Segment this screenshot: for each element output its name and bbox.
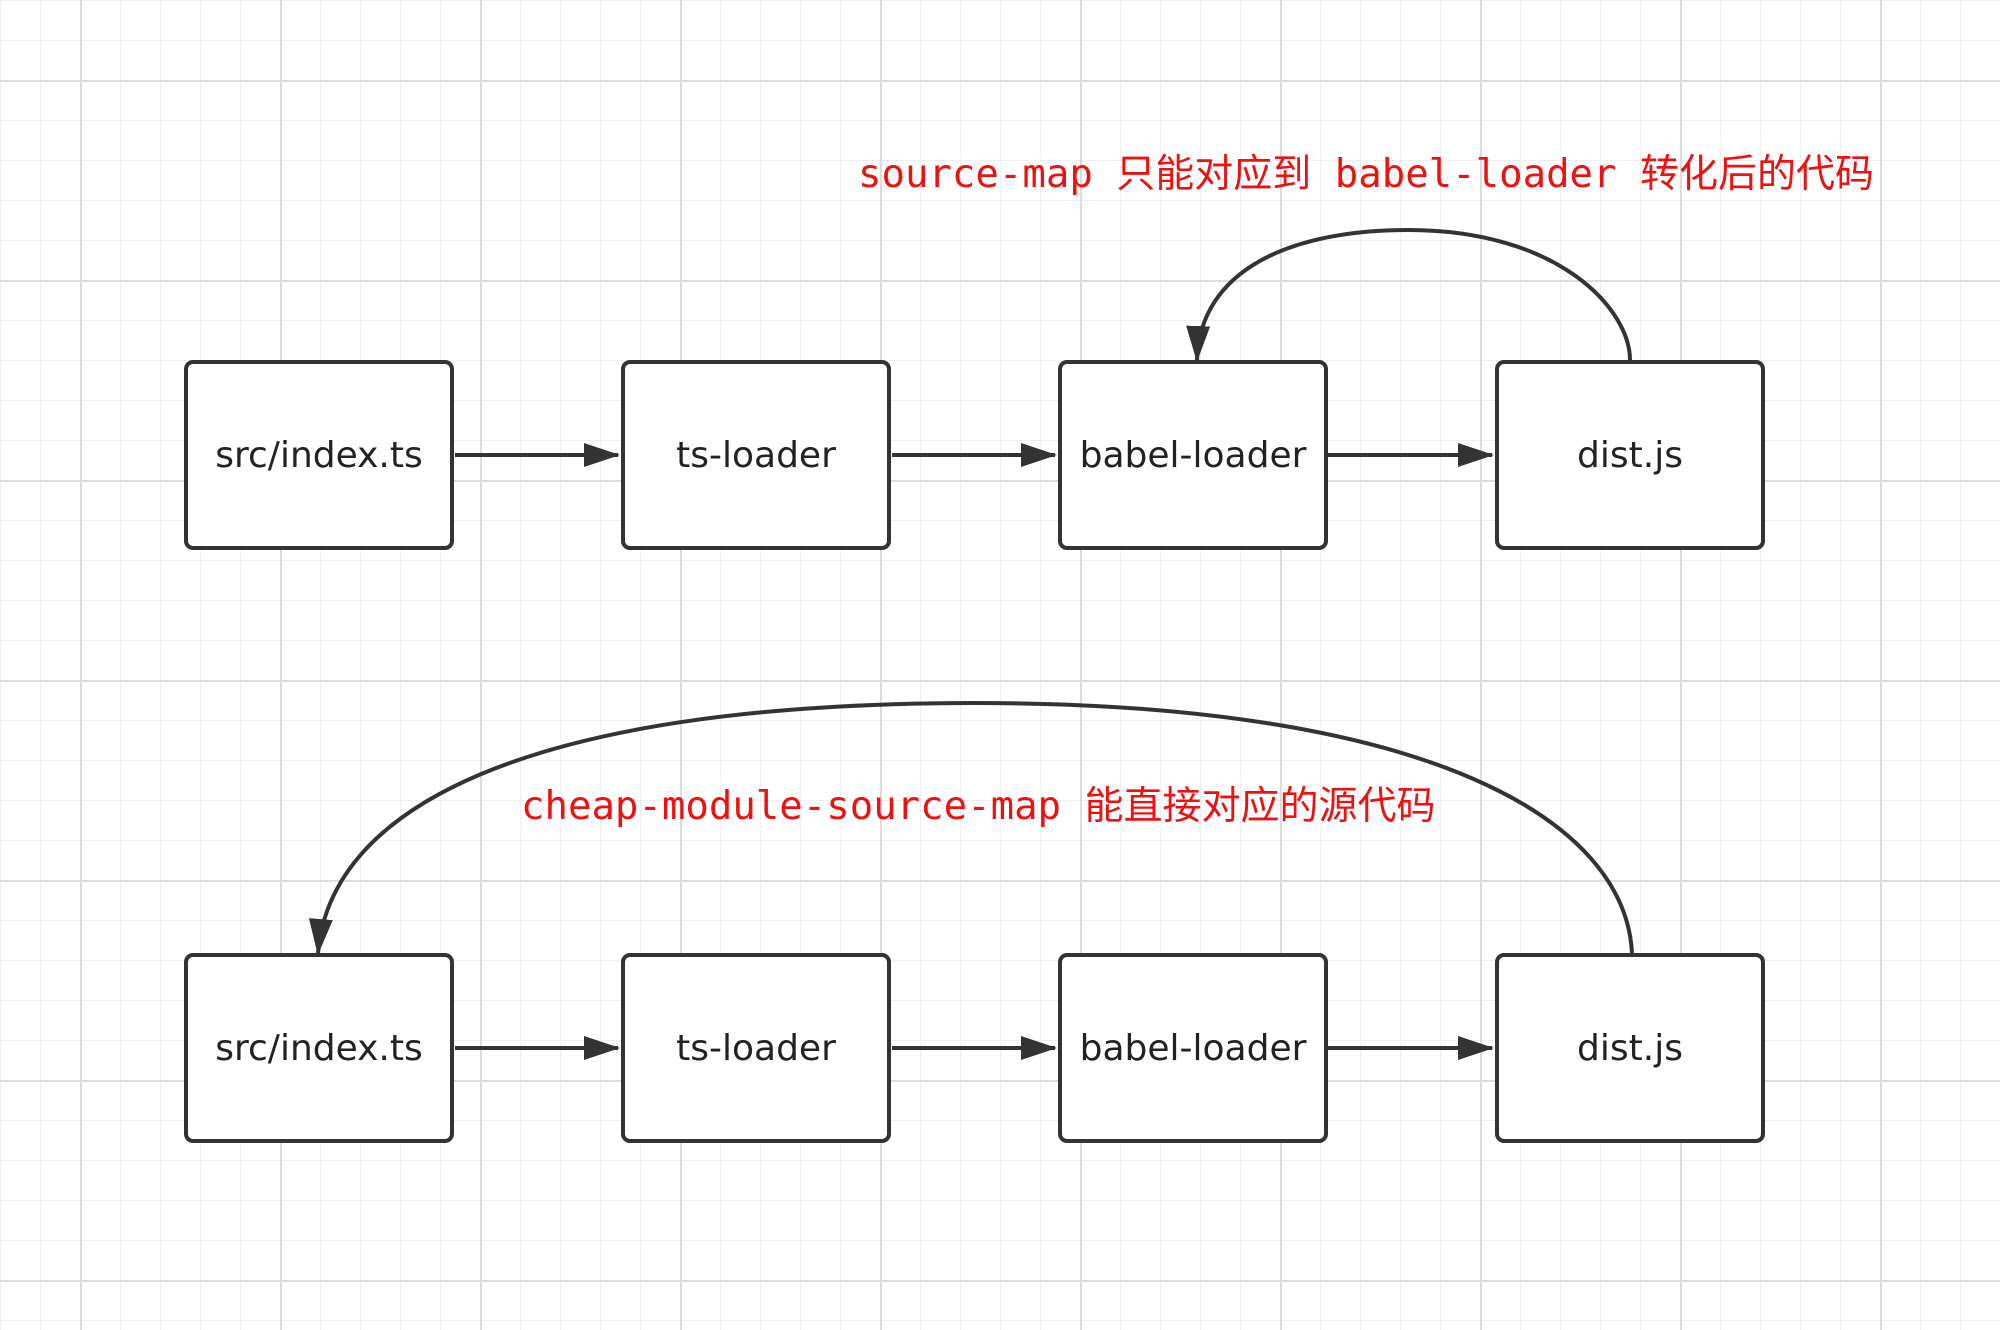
node-dist-js-2[interactable]: dist.js xyxy=(1495,953,1765,1143)
node-ts-loader-2[interactable]: ts-loader xyxy=(621,953,891,1143)
node-src-index-ts-2[interactable]: src/index.ts xyxy=(184,953,454,1143)
node-babel-loader-2[interactable]: babel-loader xyxy=(1058,953,1328,1143)
node-dist-js[interactable]: dist.js xyxy=(1495,360,1765,550)
caption-source-map: source-map 只能对应到 babel-loader 转化后的代码 xyxy=(858,152,1874,197)
node-ts-loader[interactable]: ts-loader xyxy=(621,360,891,550)
caption-cheap-module-source-map: cheap-module-source-map 能直接对应的源代码 xyxy=(521,784,1436,829)
edge-dist-back-to-src xyxy=(308,700,1634,955)
node-babel-loader[interactable]: babel-loader xyxy=(1058,360,1328,550)
edge-dist-back-to-babel-loader xyxy=(1186,227,1632,362)
node-src-index-ts[interactable]: src/index.ts xyxy=(184,360,454,550)
